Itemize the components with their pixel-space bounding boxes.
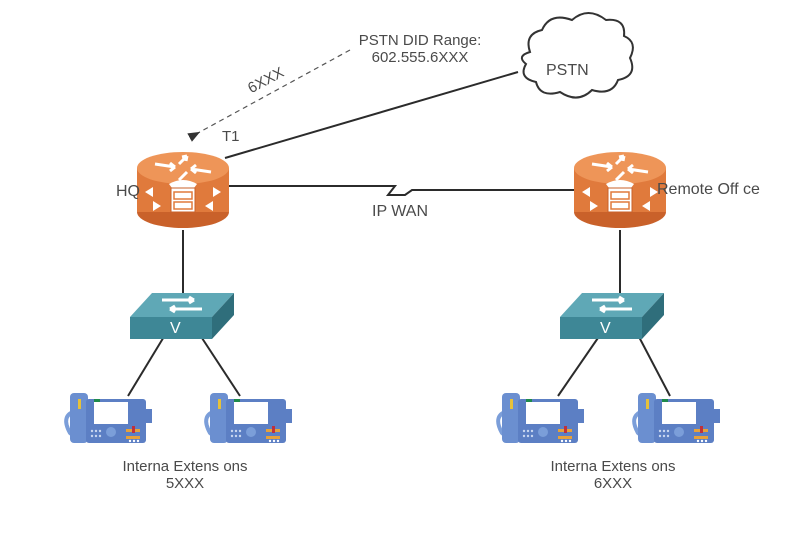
- t1-link: [224, 71, 519, 159]
- remote-ip-phone-1-icon: [496, 391, 586, 445]
- did-range-label: PSTN DID Range: 602.555.6XXX: [345, 32, 495, 67]
- hq-label: HQ: [116, 183, 140, 200]
- hq-extensions-title: Interna Extens ons: [122, 458, 248, 475]
- did-range-title: PSTN DID Range:: [358, 32, 482, 49]
- t1-label: T1: [222, 128, 240, 145]
- remote-switch-icon: [558, 291, 666, 341]
- ip-wan-label: IP WAN: [372, 203, 429, 220]
- hq-voice-router-icon: [135, 150, 231, 230]
- pstn-cloud: [520, 12, 634, 99]
- remote-ip-phone-2-icon: [632, 391, 722, 445]
- hq-switch-letter: V: [170, 320, 181, 337]
- hq-ip-phone-1-icon: [64, 391, 154, 445]
- hq-switch-phone2-link: [199, 334, 241, 397]
- hq-switch-icon: [128, 291, 236, 341]
- remote-extensions-range: 6XXX: [593, 475, 633, 493]
- remote-extensions-title: Interna Extens ons: [550, 458, 676, 475]
- remote-switch-letter: V: [600, 320, 611, 337]
- remote-voice-router-icon: [572, 150, 668, 230]
- remote-switch-phone2-link: [637, 334, 671, 397]
- hq-ip-phone-2-icon: [204, 391, 294, 445]
- remote-switch-phone1-link: [557, 334, 601, 397]
- did-range-value: 602.555.6XXX: [371, 49, 469, 67]
- hq-extensions-label: Interna Extens ons 5XXX: [105, 458, 265, 493]
- hq-switch-phone1-link: [127, 334, 166, 397]
- hq-extensions-range: 5XXX: [165, 475, 205, 493]
- pstn-label: PSTN: [546, 62, 589, 79]
- remote-extensions-label: Interna Extens ons 6XXX: [533, 458, 693, 493]
- ip-wan-link: [228, 185, 580, 196]
- did-arrow: [187, 49, 351, 142]
- remote-office-label: Remote Off ce: [657, 181, 760, 198]
